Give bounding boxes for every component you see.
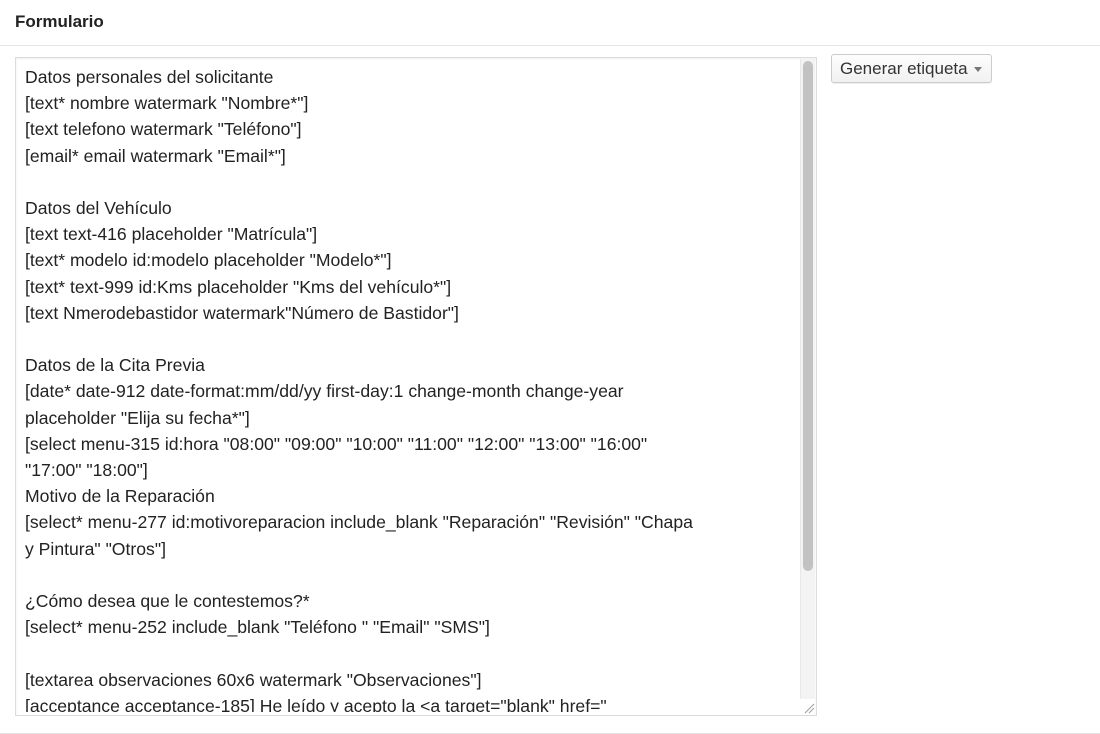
editor-line: [email* email watermark "Email*"] xyxy=(25,145,286,166)
editor-line xyxy=(25,169,790,195)
editor-line: Datos personales del solicitante xyxy=(25,67,274,87)
form-template-textarea[interactable]: Datos personales del solicitante [text* n… xyxy=(15,57,817,716)
page-title: Formulario xyxy=(15,12,104,31)
editor-line: [text text-416 placeholder "Matrícula"] xyxy=(25,224,318,245)
editor-line: [select* menu-252 include_blank "Teléfon… xyxy=(25,617,490,638)
editor-line xyxy=(25,562,790,588)
form-template-content[interactable]: Datos personales del solicitante [text* n… xyxy=(25,64,790,712)
editor-line: "17:00" "18:00"] xyxy=(25,460,148,481)
editor-line: [text* modelo id:modelo placeholder "Mod… xyxy=(25,250,392,271)
editor-line: [text* text-999 id:Kms placeholder "Kms … xyxy=(25,276,452,297)
editor-line: Datos de la Cita Previa xyxy=(25,355,205,376)
editor-line: [text Nmerodebastidor watermark"Número d… xyxy=(25,302,459,323)
resize-handle-icon[interactable] xyxy=(801,700,815,714)
editor-line: y Pintura" "Otros"] xyxy=(25,538,166,559)
generate-tag-button[interactable]: Generar etiqueta xyxy=(831,54,992,83)
editor-line: [select menu-315 id:hora "08:00" "09:00"… xyxy=(25,433,648,454)
editor-line: [acceptance acceptance-185] He leído y a… xyxy=(25,695,607,712)
editor-line: [date* date-912 date-format:mm/dd/yy fir… xyxy=(25,381,624,402)
editor-line: [textarea observaciones 60x6 watermark "… xyxy=(25,669,482,690)
editor-line xyxy=(25,640,790,666)
form-header: Formulario xyxy=(0,0,1100,46)
editor-line: [text telefono watermark "Teléfono"] xyxy=(25,119,302,140)
generate-tag-label: Generar etiqueta xyxy=(840,58,968,78)
editor-line xyxy=(25,326,790,352)
editor-line: [text* nombre watermark "Nombre*"] xyxy=(25,93,309,114)
editor-line: Motivo de la Reparación xyxy=(25,486,215,507)
editor-line: [select* menu-277 id:motivoreparacion in… xyxy=(25,512,693,533)
editor-line: placeholder "Elija su fecha*"] xyxy=(25,407,250,428)
editor-line: Datos del Vehículo xyxy=(25,198,172,219)
textarea-scrollbar[interactable] xyxy=(800,59,815,699)
editor-line: ¿Cómo desea que le contestemos?* xyxy=(25,591,310,612)
caret-down-icon xyxy=(973,67,982,72)
textarea-scrollbar-thumb[interactable] xyxy=(803,61,813,571)
